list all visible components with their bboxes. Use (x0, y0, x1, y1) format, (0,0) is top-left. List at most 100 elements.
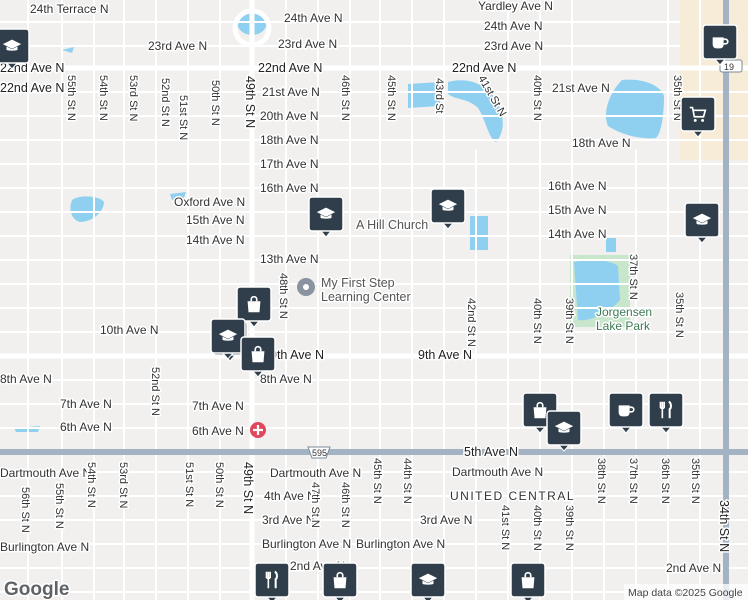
label-40th-st-center: 40th St N (531, 298, 543, 344)
label-51st-st-south: 51st St N (183, 462, 195, 507)
label-55th-st-south: 55th St N (53, 483, 65, 529)
label-38th-st: 38th St N (595, 458, 607, 504)
school-name-line2: Learning Center (321, 290, 411, 304)
label-55th-st: 55th St N (65, 75, 77, 121)
pond-park-north (606, 238, 616, 252)
label-burlington-west: Burlington Ave N (0, 540, 89, 554)
label-oxford-ave: Oxford Ave N (174, 195, 245, 209)
label-21st-ave-east: 21st Ave N (552, 81, 610, 95)
park-name-line1: Jorgensen (596, 305, 652, 319)
label-16th-ave-east: 16th Ave N (548, 179, 607, 193)
label-23rd-ave-east: 23rd Ave N (484, 39, 543, 53)
label-45th-st: 45th St N (385, 75, 397, 121)
poi-pin-shopping[interactable] (322, 562, 358, 600)
label-18th-ave-east: 18th Ave N (572, 136, 631, 150)
label-39th-st: 39th St N (563, 298, 575, 344)
map-attribution: Map data ©2025 Google (628, 587, 743, 599)
label-17th-ave: 17th Ave N (260, 157, 319, 171)
label-52nd-st: 52nd St N (159, 78, 171, 127)
svg-text:595: 595 (312, 448, 327, 458)
label-51st-st: 51st St N (177, 95, 189, 140)
map-footer: Google Map data ©2025 Google (3, 578, 748, 600)
label-52nd-st-south: 52nd St N (149, 367, 161, 416)
pond-oxford (70, 196, 104, 222)
poi-pin-cafe[interactable] (702, 24, 738, 66)
label-16th-ave: 16th Ave N (260, 181, 319, 195)
label-6th-ave: 6th Ave N (192, 424, 244, 438)
label-13th-ave: 13th Ave N (260, 252, 319, 266)
label-20th-ave: 20th Ave N (260, 109, 319, 123)
poi-pin-shopping[interactable] (510, 562, 546, 600)
pond-14th-ave (470, 216, 488, 250)
hospital-cross-icon[interactable] (250, 422, 266, 438)
label-8th-ave-west: 8th Ave N (0, 372, 52, 386)
label-49th-st: 49th St N (243, 76, 257, 128)
label-22nd-ave-center: 22nd Ave N (258, 61, 322, 75)
label-34th-st: 34th St N (717, 500, 731, 552)
label-7th-ave: 7th Ave N (192, 399, 244, 413)
label-burlington-east: Burlington Ave N (356, 537, 445, 551)
label-54th-st: 54th St N (97, 75, 109, 121)
commercial-area (680, 0, 748, 160)
poi-pins (0, 24, 738, 600)
highway-19-badge: 19 (719, 59, 743, 73)
label-44th-st: 44th St N (401, 458, 413, 504)
label-3rd-ave: 3rd Ave N (262, 513, 314, 527)
poi-pin-shopping[interactable] (240, 336, 276, 378)
poi-pin-education[interactable] (430, 188, 466, 230)
label-21st-ave: 21st Ave N (262, 85, 320, 99)
label-23rd-ave-center: 23rd Ave N (278, 37, 337, 51)
label-56th-st: 56th St N (19, 487, 31, 533)
water-bodies (14, 9, 664, 432)
label-50th-st-south: 50th St N (213, 462, 225, 508)
google-logo: Google (4, 579, 69, 600)
label-yardley-ave: Yardley Ave N (478, 0, 553, 13)
poi-pin-education[interactable] (308, 196, 344, 238)
label-15th-ave: 15th Ave N (186, 213, 245, 227)
label-37th-st-south: 37th St N (627, 458, 639, 504)
label-dartmouth-east: Dartmouth Ave N (452, 465, 543, 479)
label-18th-ave: 18th Ave N (260, 133, 319, 147)
label-burlington-center: Burlington Ave N (262, 537, 351, 551)
poi-pin-education[interactable] (546, 410, 582, 452)
label-15th-ave-east: 15th Ave N (548, 203, 607, 217)
label-41st-st-south: 41st St N (499, 505, 511, 550)
label-35th-st-center: 35th St N (673, 292, 685, 338)
label-24th-terrace: 24th Terrace N (30, 2, 109, 16)
label-46th-st-south: 46th St N (339, 482, 351, 528)
poi-pin-education[interactable] (410, 562, 446, 600)
pond-small-nw (62, 47, 74, 53)
poi-pin-education[interactable] (684, 202, 720, 244)
label-24th-ave-east: 24th Ave N (484, 19, 543, 33)
label-46th-st: 46th St N (339, 75, 351, 121)
lake-east (605, 79, 664, 139)
label-47th-st: 47th St N (309, 482, 321, 528)
poi-pin-restaurant[interactable] (648, 392, 684, 434)
label-23rd-ave: 23rd Ave N (148, 39, 207, 53)
jorgensen-lake (574, 259, 620, 321)
roundabout (232, 8, 272, 48)
poi-pin-cafe[interactable] (608, 392, 644, 434)
label-53rd-st: 53rd St N (127, 75, 139, 122)
label-53rd-st-south: 53rd St N (117, 462, 129, 509)
label-37th-st: 37th St N (627, 254, 639, 300)
poi-pin-shopping[interactable] (236, 286, 272, 328)
poi-pin-education[interactable] (210, 318, 246, 360)
label-39th-st-south: 39th St N (563, 505, 575, 551)
label-2nd-ave-east: 2nd Ave N (666, 561, 721, 575)
label-22nd-ave-far: 22nd Ave N (0, 81, 64, 95)
label-43rd-st: 43rd St (433, 78, 445, 113)
label-dartmouth-center: Dartmouth Ave N (270, 466, 361, 480)
church-name: A Hill Church (356, 218, 428, 232)
poi-pin-restaurant[interactable] (254, 562, 290, 600)
label-42nd-st: 42nd St N (465, 298, 477, 347)
route-595-shield: 595 (307, 446, 331, 459)
label-36th-st: 36th St N (659, 458, 671, 504)
label-50th-st: 50th St N (209, 80, 221, 126)
label-8th-ave: 8th Ave N (260, 372, 312, 386)
place-labels: My First Step Learning Center A Hill Chu… (297, 217, 654, 505)
street-labels: 55th St N 54th St N 53rd St N 52nd St N … (18, 72, 733, 554)
poi-pin-education[interactable] (0, 28, 30, 70)
poi-pin-grocery[interactable] (680, 96, 716, 138)
